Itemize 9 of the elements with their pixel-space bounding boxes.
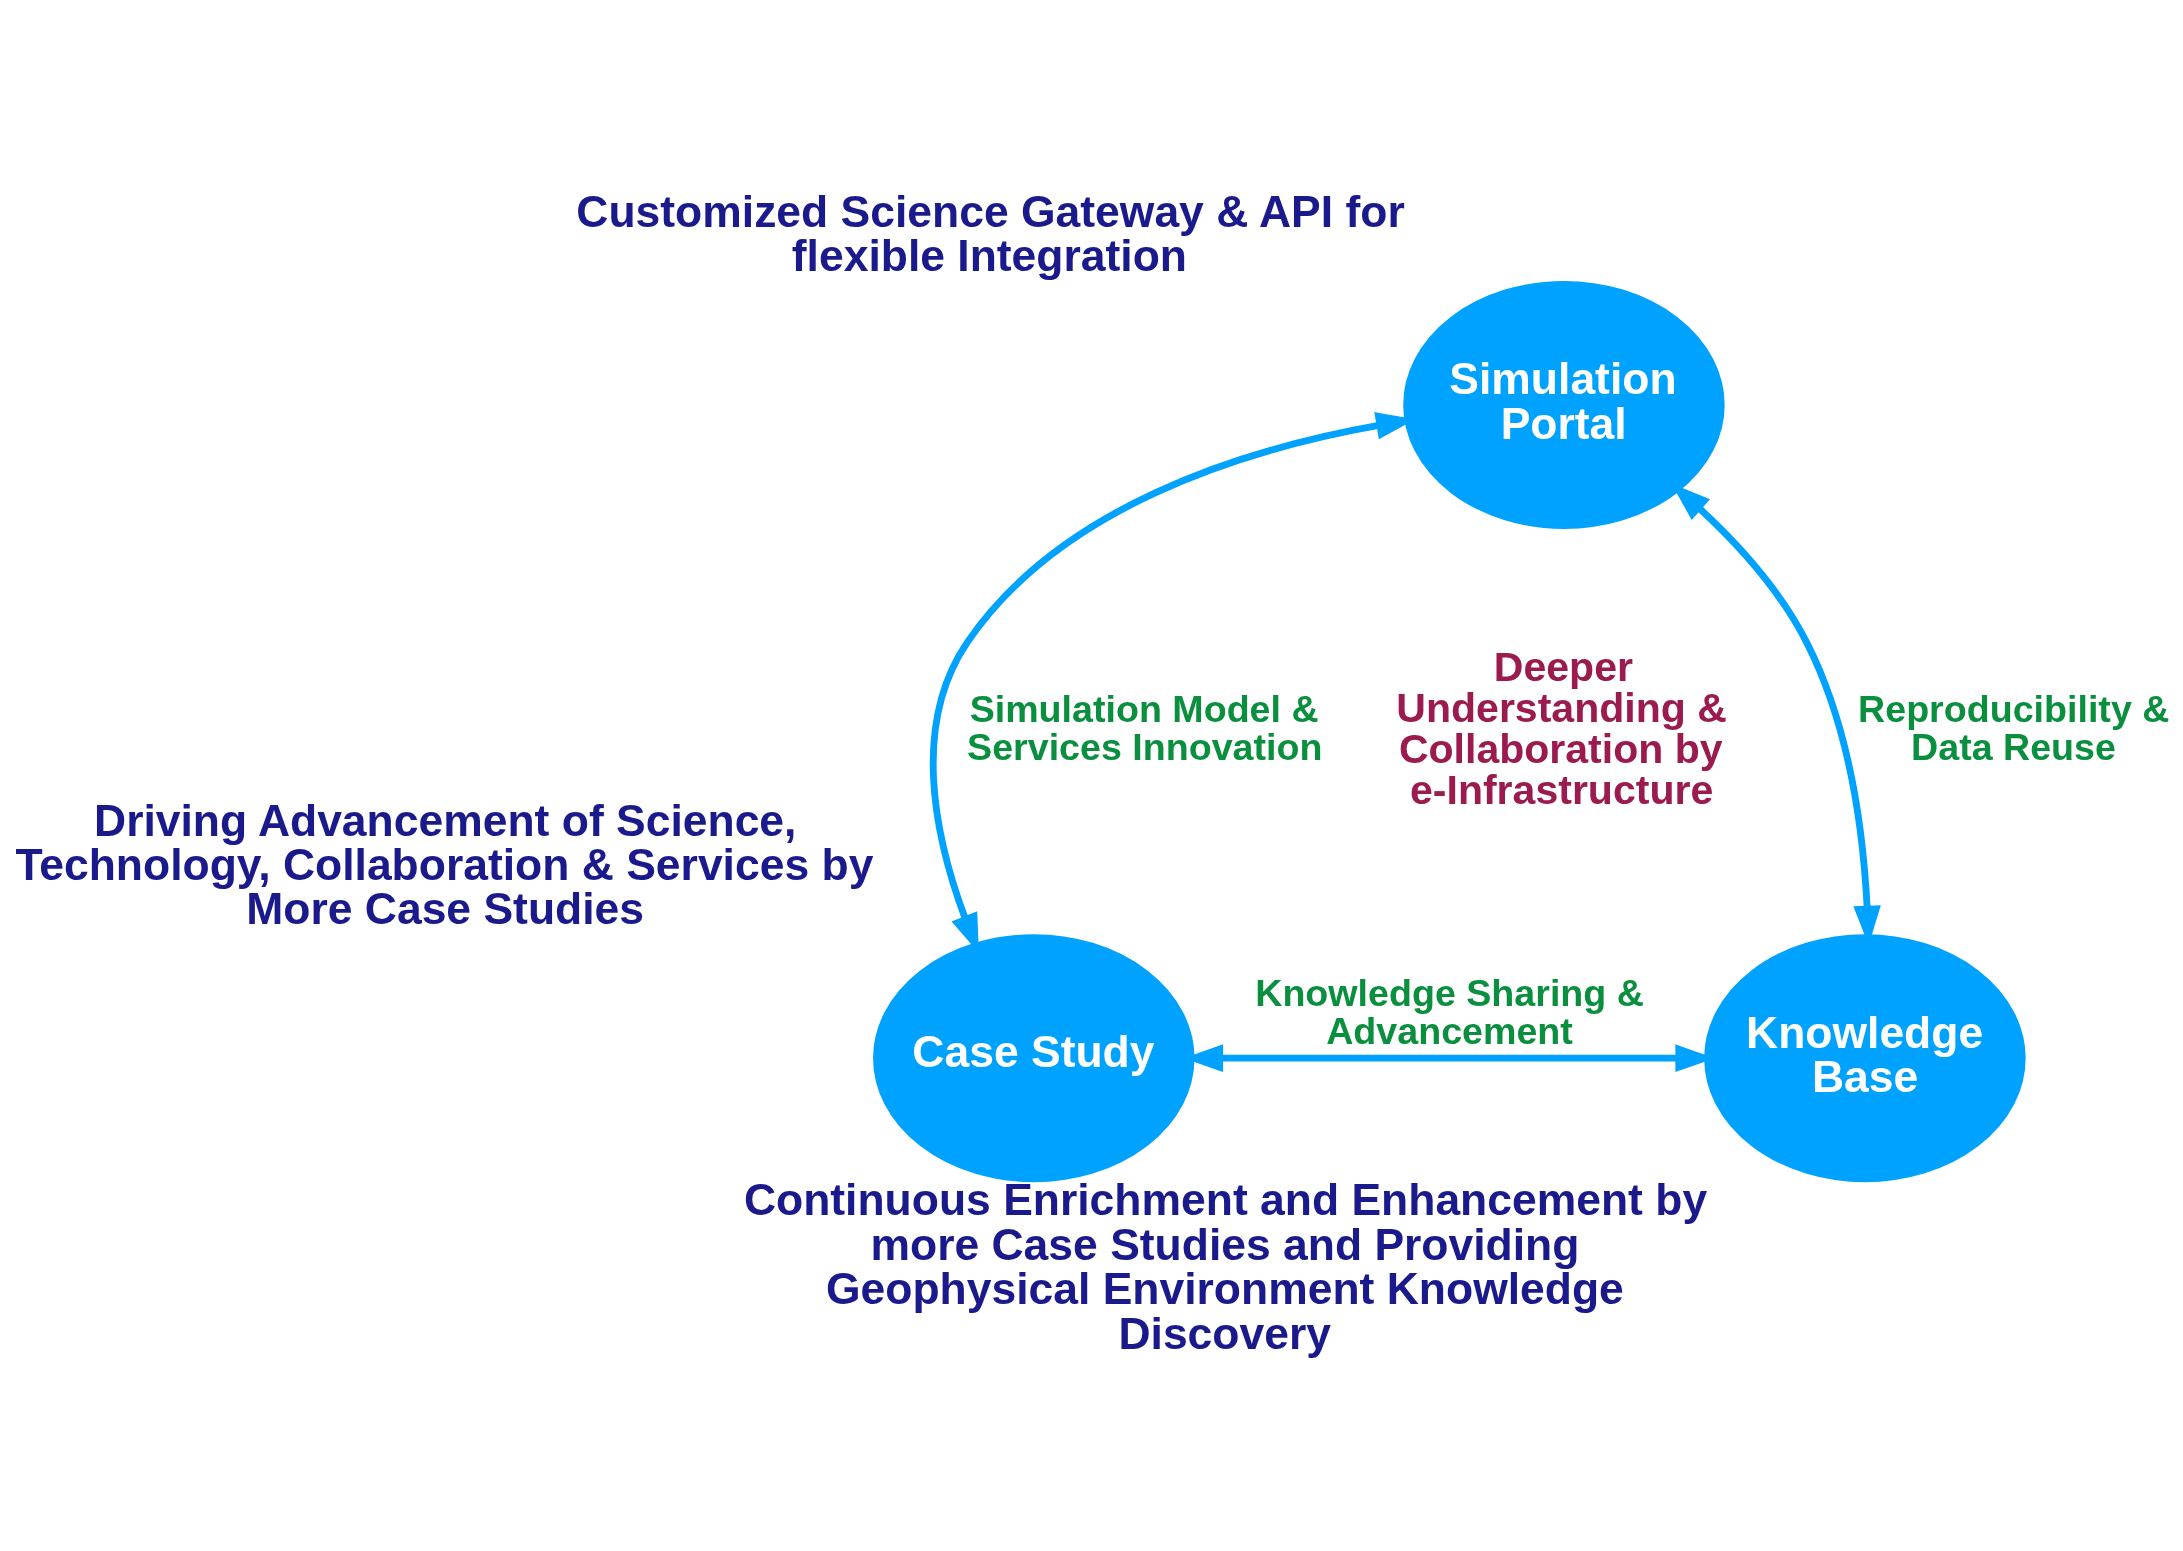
edge-label: Knowledge Sharing & Advancement	[1255, 971, 1644, 1052]
label: Deeper Understanding & Collaboration by e-Infrastructure	[1396, 643, 1727, 813]
node-ellipse: Simulation Portal	[1403, 280, 1725, 529]
node-ellipse: Knowledge Base	[1704, 933, 2026, 1182]
node-label: Customized Science Gateway & API for flexible Integration	[576, 186, 1405, 280]
edge-label: Reproducibility & Data Reuse	[1858, 687, 2170, 768]
node-ellipse: Case Study	[873, 933, 1195, 1182]
edge-label: Simulation Model & Services Innovation	[967, 687, 1323, 768]
node-label: Driving Advancement of Science, Technology, Collaboration & Services by More Case Studies	[15, 795, 874, 933]
